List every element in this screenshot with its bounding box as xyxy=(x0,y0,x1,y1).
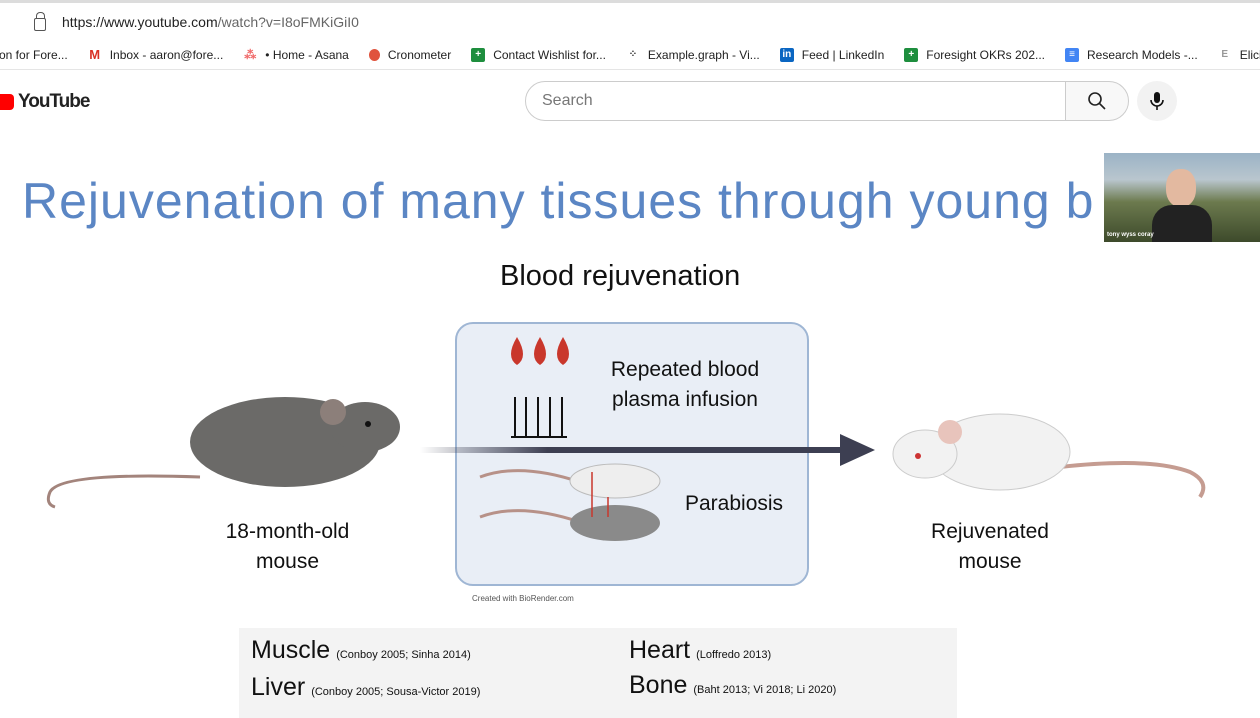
bookmark[interactable]: +Foresight OKRs 202... xyxy=(904,47,1045,62)
video-player[interactable]: Rejuvenation of many tissues through you… xyxy=(0,132,1260,718)
intervention-box xyxy=(455,322,809,586)
sheets-icon: + xyxy=(904,47,919,62)
graph-icon: ⁘ xyxy=(628,49,638,60)
bookmark[interactable]: +Contact Wishlist for... xyxy=(471,47,606,62)
main-arrow xyxy=(420,434,875,466)
youtube-play-icon xyxy=(0,94,14,110)
bookmark[interactable]: ⁘Example.graph - Vi... xyxy=(626,48,760,62)
old-mouse-label: 18-month-old mouse xyxy=(225,520,350,573)
search-button[interactable] xyxy=(1065,81,1129,121)
blood-drops-icon xyxy=(511,337,569,365)
reference-item: Liver(Conboy 2005; Sousa-Victor 2019) xyxy=(251,673,481,701)
search-input[interactable]: Search xyxy=(525,81,1066,121)
young-mouse-icon xyxy=(892,413,1206,499)
sheets-icon: + xyxy=(471,47,486,62)
docs-icon: ≡ xyxy=(1065,47,1079,62)
elicit-icon: E xyxy=(1221,49,1229,60)
references-panel: Muscle(Conboy 2005; Sinha 2014) Heart(Lo… xyxy=(239,628,957,718)
voice-search-button[interactable] xyxy=(1137,81,1177,121)
linkedin-icon: in xyxy=(779,47,794,62)
parabiosis-label: Parabiosis xyxy=(685,492,784,515)
speaker-webcam: tony wyss coray xyxy=(1104,153,1260,242)
search-icon xyxy=(1088,92,1106,110)
address-bar[interactable]: https://www.youtube.com/watch?v=I8oFMKiG… xyxy=(14,7,1260,37)
bookmark[interactable]: EElicit: The xyxy=(1218,48,1260,62)
biorender-credit: Created with BioRender.com xyxy=(472,594,574,603)
gmail-icon: M xyxy=(89,47,101,62)
old-mouse-icon xyxy=(46,397,400,509)
diagram-title: Blood rejuvenation xyxy=(500,260,741,292)
reference-item: Muscle(Conboy 2005; Sinha 2014) xyxy=(251,636,471,664)
diagram-graphics xyxy=(46,337,1206,541)
lock-icon[interactable] xyxy=(34,11,46,31)
bookmark[interactable]: Cronometer xyxy=(368,48,451,62)
cronometer-icon xyxy=(368,48,380,61)
microphone-icon xyxy=(1150,92,1164,110)
url-text[interactable]: https://www.youtube.com/watch?v=I8oFMKiG… xyxy=(62,14,359,30)
bookmark[interactable]: ≡Research Models -... xyxy=(1065,47,1198,62)
infusion-label: Repeated blood plasma infusion xyxy=(610,358,760,411)
address-bar-area: https://www.youtube.com/watch?v=I8oFMKiG… xyxy=(0,0,1260,40)
reference-item: Heart(Loffredo 2013) xyxy=(629,636,772,664)
youtube-logo[interactable]: YouTube xyxy=(0,91,90,113)
bookmark[interactable]: ⁂• Home - Asana xyxy=(244,47,349,62)
infusion-arrows-icon xyxy=(511,397,567,438)
bookmark[interactable]: on for Fore... xyxy=(0,47,68,62)
young-mouse-label: Rejuvenated mouse xyxy=(931,520,1049,573)
youtube-header: YouTube Search xyxy=(0,70,1260,132)
slide-title: Rejuvenation of many tissues through you… xyxy=(22,173,1095,229)
parabiosis-mice-icon xyxy=(479,463,661,541)
reference-item: Bone(Baht 2013; Vi 2018; Li 2020) xyxy=(629,671,837,699)
asana-icon: ⁂ xyxy=(244,47,257,62)
